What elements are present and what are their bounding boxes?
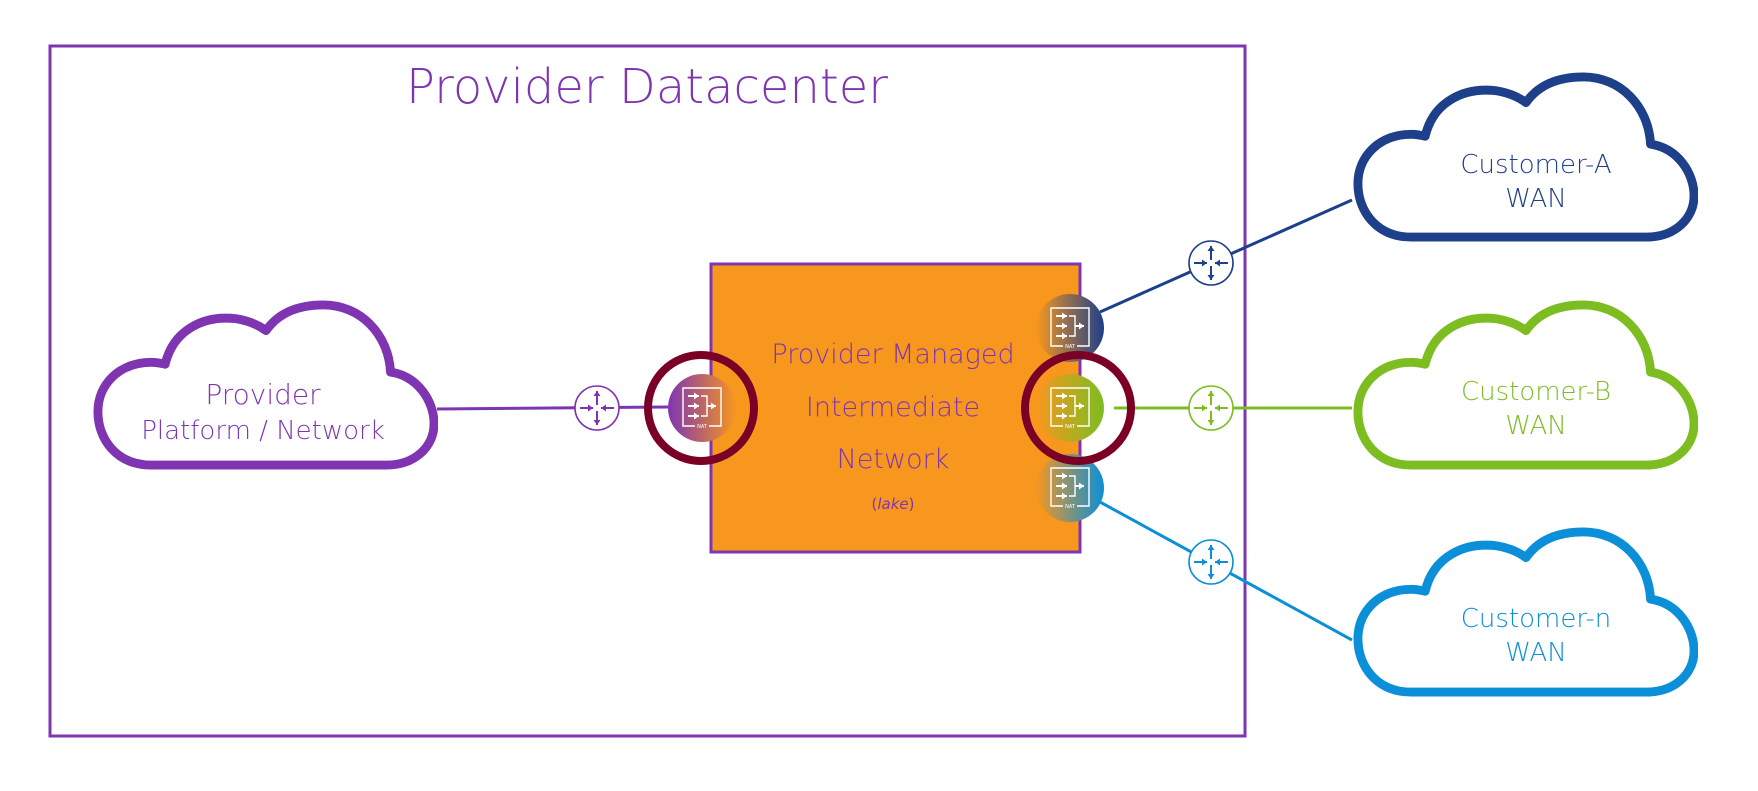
router-customer-a[interactable] xyxy=(1188,240,1234,286)
customer-n-label-line2: WAN xyxy=(1505,638,1567,668)
router-icon xyxy=(574,385,620,431)
link-provider-to-nat xyxy=(436,405,669,411)
customer-n-cloud[interactable]: Customer-n WAN xyxy=(1358,532,1694,692)
nat-gateway-icon xyxy=(1036,294,1104,362)
note-word: lake xyxy=(877,495,908,513)
intermediate-label-line3: Network xyxy=(837,444,950,475)
datacenter-title: Provider Datacenter xyxy=(406,59,888,115)
router-customer-b[interactable] xyxy=(1188,385,1234,431)
intermediate-network-box[interactable]: Provider Managed Intermediate Network (l… xyxy=(709,262,1082,554)
nat-gateway-icon xyxy=(1036,374,1104,442)
router-icon xyxy=(1188,539,1234,585)
provider-cloud-label-line1: Provider xyxy=(205,378,321,411)
provider-platform-cloud[interactable]: Provider Platform / Network xyxy=(98,305,434,465)
highlight-ring-provider-nat xyxy=(644,351,758,465)
nat-gateway-customer-b[interactable]: NAT xyxy=(1036,374,1104,442)
nat-label: NAT xyxy=(1065,424,1076,430)
router-provider[interactable] xyxy=(574,385,620,431)
nat-gateway-icon xyxy=(668,374,736,442)
intermediate-label-line1: Provider Managed xyxy=(771,339,1014,370)
customer-b-cloud[interactable]: Customer-B WAN xyxy=(1358,305,1694,465)
router-icon xyxy=(1188,385,1234,431)
nat-gateway-customer-a[interactable]: NAT xyxy=(1036,294,1104,362)
customer-a-label-line2: WAN xyxy=(1505,184,1567,214)
note-close: ) xyxy=(909,495,915,513)
nat-gateway-customer-n[interactable]: NAT xyxy=(1036,454,1104,522)
provider-cloud-label-line2: Platform / Network xyxy=(141,416,385,446)
nat-label: NAT xyxy=(1065,504,1076,510)
customer-b-label-line1: Customer-B xyxy=(1461,377,1611,407)
nat-gateway-provider[interactable]: NAT xyxy=(668,374,736,442)
router-icon xyxy=(1188,240,1234,286)
nat-label: NAT xyxy=(1065,344,1076,350)
intermediate-label-line2: Intermediate xyxy=(806,392,980,423)
customer-b-label-line2: WAN xyxy=(1505,411,1567,441)
note-open: ( xyxy=(872,495,878,513)
customer-a-cloud[interactable]: Customer-A WAN xyxy=(1358,77,1694,237)
customer-a-label-line1: Customer-A xyxy=(1460,150,1611,180)
nat-label: NAT xyxy=(697,424,708,430)
router-customer-n[interactable] xyxy=(1188,539,1234,585)
nat-gateway-icon xyxy=(1036,454,1104,522)
customer-n-label-line1: Customer-n xyxy=(1461,604,1612,634)
provider-datacenter-boundary xyxy=(48,44,1247,738)
intermediate-note: (lake) xyxy=(872,495,915,513)
highlight-ring-customer-b-nat xyxy=(1021,351,1135,465)
